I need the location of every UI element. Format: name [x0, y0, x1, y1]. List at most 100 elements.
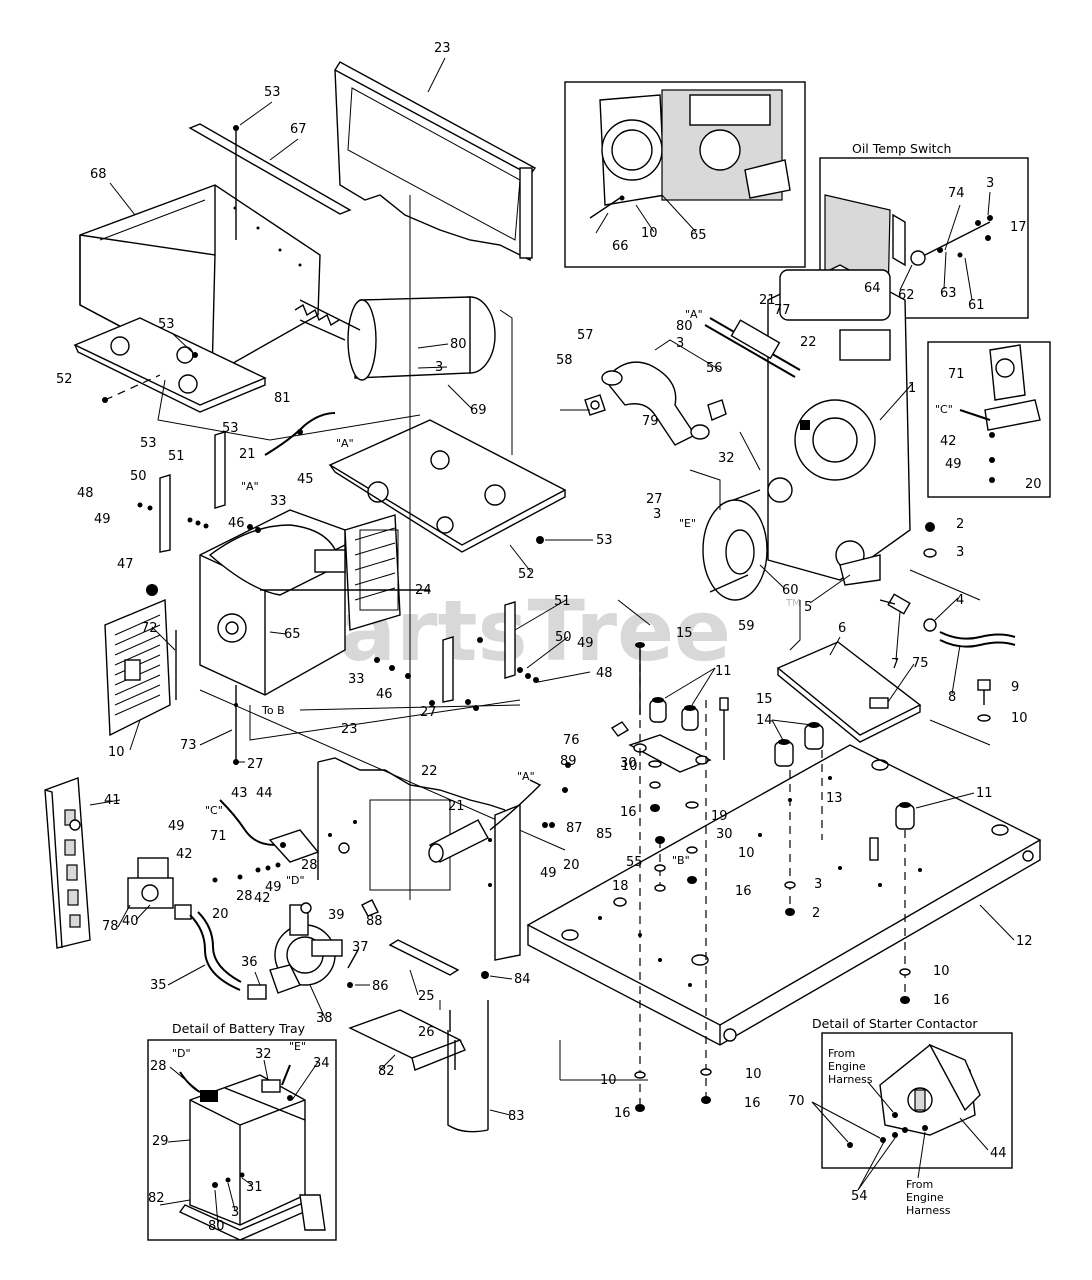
part-label-33b: 33 [348, 672, 365, 687]
inset-starter-contactor [821, 1032, 1013, 1169]
part-label-21a: 21 [759, 293, 776, 308]
engine-assembly [719, 264, 911, 586]
isolator-11-c [895, 802, 915, 830]
part-label-34: 34 [313, 1056, 330, 1071]
nut-set-left [137, 502, 261, 533]
screw-53-mid [192, 352, 198, 358]
part-label-49a: 49 [94, 512, 111, 527]
part-label-3f: 3 [814, 877, 822, 892]
part-label-82b: 82 [148, 1191, 165, 1206]
part-label-85: 85 [596, 827, 613, 842]
part-label-44a: 44 [256, 786, 273, 801]
gasket-58 [584, 394, 606, 416]
part-label-25: 25 [418, 989, 435, 1004]
part-label-49e: 49 [265, 880, 282, 895]
part-label-6: 6 [838, 621, 846, 636]
part-label-82a: 82 [378, 1064, 395, 1079]
inset-bracket-detail [927, 341, 1051, 498]
part-label-79: 79 [642, 414, 659, 429]
part-label-89: 89 [560, 754, 577, 769]
part-label-57: 57 [577, 328, 594, 343]
part-label-54: 54 [851, 1189, 868, 1204]
part-label-71a: 71 [948, 367, 965, 382]
part-label-49d: 49 [168, 819, 185, 834]
nut-set-right [374, 637, 539, 711]
inset-battery-tray [147, 1039, 337, 1241]
part-label-12: 12 [1016, 934, 1033, 949]
caption-harness-bottom-2: Engine [906, 1191, 944, 1204]
part-label-16e: 16 [744, 1096, 761, 1111]
part-label-65a: 65 [690, 228, 707, 243]
part-label-2b: 2 [812, 906, 820, 921]
part-label-24: 24 [415, 583, 432, 598]
part-label-42b: 42 [176, 847, 193, 862]
enclosure-panel-lower [317, 757, 521, 961]
cooling-fan [299, 296, 496, 381]
gasket-56 [707, 399, 727, 421]
mounting-rail-41 [44, 777, 91, 949]
spring-81 [294, 303, 340, 327]
caption-starter-contactor: Detail of Starter Contactor [812, 1016, 978, 1031]
part-label-49b: 49 [577, 636, 594, 651]
part-label-55: 55 [626, 855, 643, 870]
part-label-21b: 21 [239, 447, 256, 462]
part-label-43: 43 [231, 786, 248, 801]
callout-e-battery: "E" [289, 1040, 306, 1053]
part-label-41: 41 [104, 793, 121, 808]
callout-a-left-2: "A" [241, 480, 259, 493]
part-label-68: 68 [90, 167, 107, 182]
bolt-59 [709, 574, 749, 593]
label-leaders [89, 57, 1015, 1226]
part-label-13: 13 [826, 791, 843, 806]
part-label-10g: 10 [600, 1073, 617, 1088]
caption-harness-top-3: Harness [828, 1073, 873, 1086]
part-label-3c: 3 [653, 507, 661, 522]
bracket-50-left [159, 474, 171, 553]
rod-83-loop [447, 1030, 489, 1133]
exhaust-pipe [601, 361, 710, 446]
cable-21-left [264, 412, 336, 456]
part-label-10a: 10 [1011, 711, 1028, 726]
bolt-53-left [297, 429, 303, 435]
nut-47 [146, 584, 158, 596]
part-label-50b: 50 [555, 630, 572, 645]
part-label-83: 83 [508, 1109, 525, 1124]
part-label-18: 18 [612, 879, 629, 894]
isolator-11-a [649, 697, 667, 723]
part-label-48a: 48 [77, 486, 94, 501]
callout-a-left-1: "A" [336, 437, 354, 450]
part-label-39: 39 [328, 908, 345, 923]
part-label-28a: 28 [301, 858, 318, 873]
part-label-50a: 50 [130, 469, 147, 484]
part-label-3e: 3 [676, 336, 684, 351]
part-label-69: 69 [470, 403, 487, 418]
enclosure-panel-top [334, 61, 537, 262]
caption-harness-bottom-1: From [906, 1178, 933, 1191]
part-label-27b: 27 [420, 705, 437, 720]
callout-d-battery: "D" [172, 1047, 191, 1060]
mounting-strip [188, 123, 352, 215]
hose-upper [704, 317, 801, 378]
wire-71 [219, 799, 276, 846]
isolator-11-b [681, 705, 699, 731]
part-label-16a: 16 [620, 805, 637, 820]
fuel-line-assembly [879, 593, 1016, 648]
part-label-80a: 80 [450, 337, 467, 352]
part-label-28b: 28 [236, 889, 253, 904]
engine-mount-plate [776, 641, 922, 743]
part-label-77: 77 [774, 303, 791, 318]
part-label-46b: 46 [376, 687, 393, 702]
battery-plate-82 [348, 1009, 466, 1071]
part-label-27a: 27 [646, 492, 663, 507]
part-label-30a: 30 [620, 756, 637, 771]
callout-a-top: "A" [685, 308, 703, 321]
part-label-11b: 11 [976, 786, 993, 801]
starter-contactor-small [268, 829, 320, 863]
part-label-26: 26 [418, 1025, 435, 1040]
part-label-10d: 10 [621, 759, 638, 774]
part-label-8: 8 [948, 690, 956, 705]
bolt-53-right [536, 536, 544, 544]
part-label-66: 66 [612, 239, 629, 254]
part-label-30b: 30 [716, 827, 733, 842]
